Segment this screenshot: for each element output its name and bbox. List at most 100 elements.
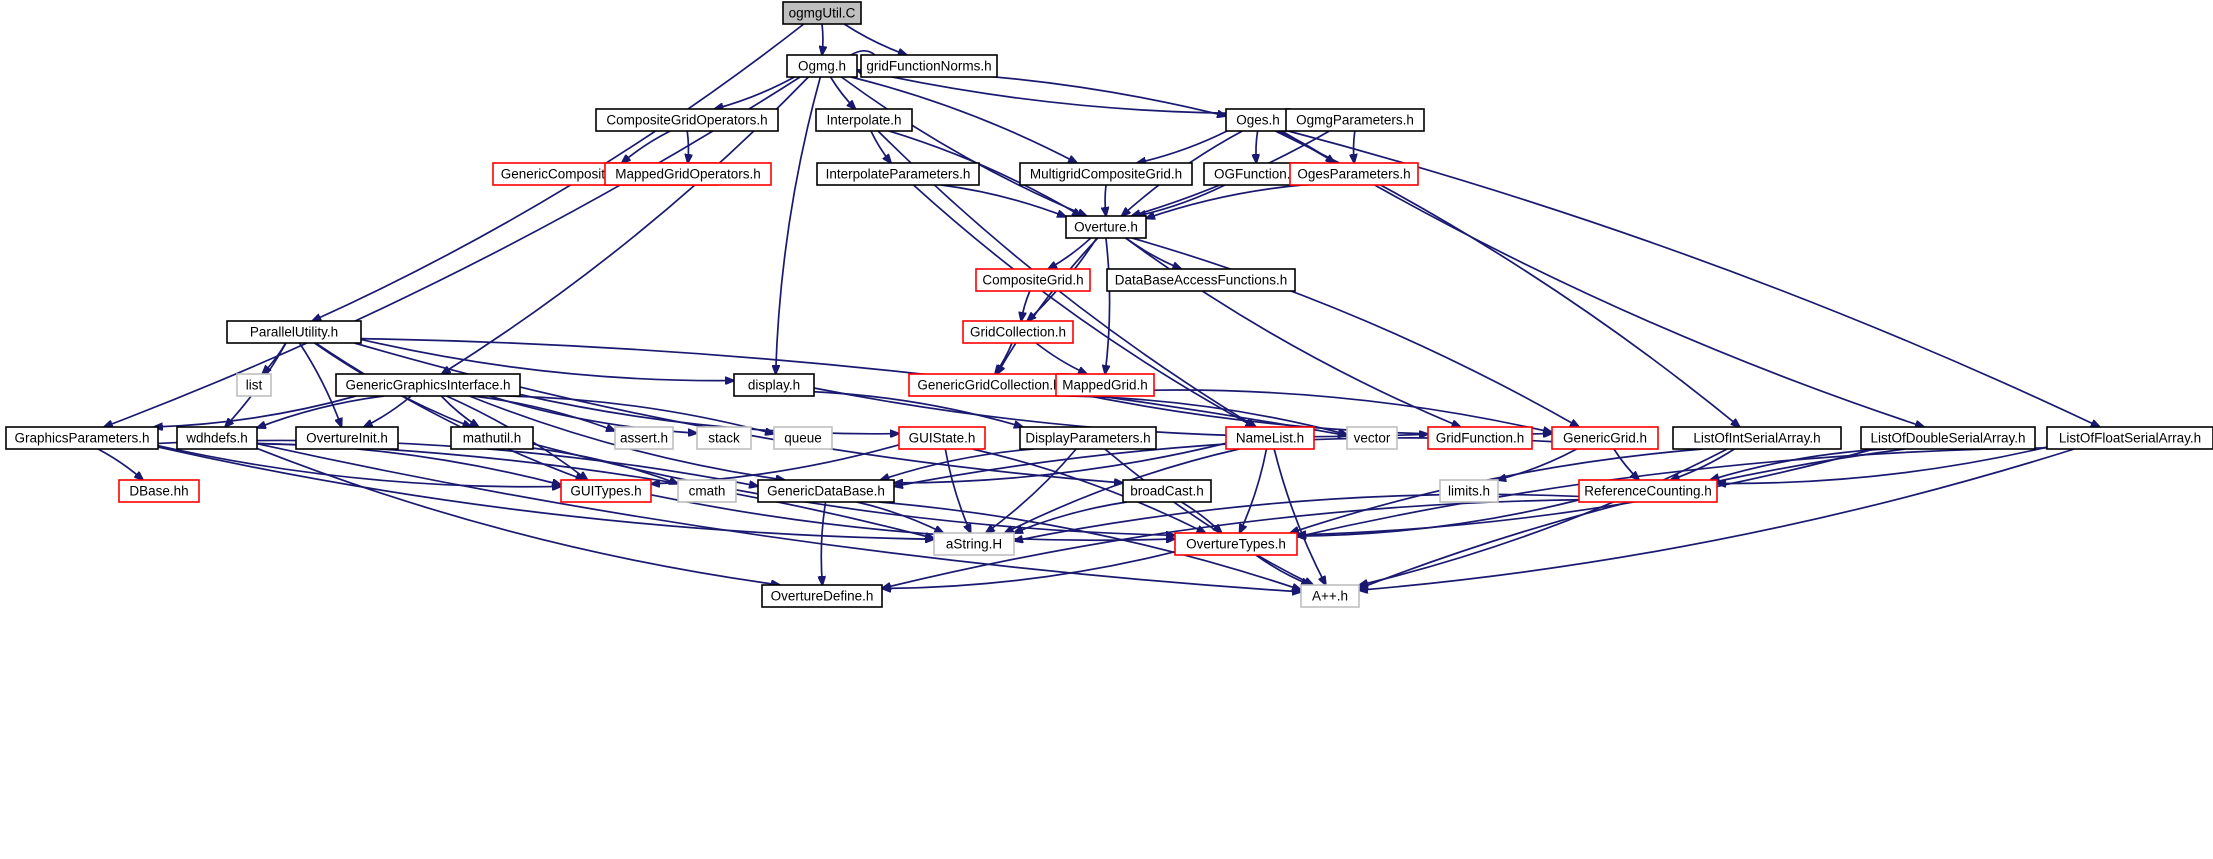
edge-ogmg-to-overture: [840, 76, 1086, 216]
edge-list-of-int-serial-array-to-reference-counting: [1671, 448, 1735, 480]
edge-mapped-grid-to-generic-grid: [1153, 389, 1552, 432]
node-box: [1019, 162, 1193, 186]
edge-parallel-utility-to-overture-init: [298, 342, 342, 427]
node-box: [933, 532, 1015, 556]
node-guistate[interactable]: GUIState.h: [898, 426, 986, 450]
edge-overture-to-mapped-grid: [1105, 237, 1111, 374]
node-box: [1055, 373, 1155, 397]
node-app: A++.h: [1300, 584, 1360, 608]
node-display[interactable]: display.h: [733, 373, 815, 397]
node-interpolate-parameters[interactable]: InterpolateParameters.h: [816, 162, 980, 186]
node-box: [1551, 426, 1659, 450]
node-label: MappedGrid.h: [1062, 378, 1148, 393]
node-name-list[interactable]: NameList.h: [1225, 426, 1315, 450]
node-generic-graphics-interface[interactable]: GenericGraphicsInterface.h: [335, 373, 521, 397]
node-box: [236, 373, 272, 397]
node-label: NameList.h: [1236, 431, 1304, 446]
node-ogmg[interactable]: Ogmg.h: [786, 54, 858, 78]
node-generic-data-base[interactable]: GenericDataBase.h: [757, 479, 895, 503]
node-grid-function[interactable]: GridFunction.h: [1427, 426, 1533, 450]
node-label: broadCast.h: [1130, 484, 1204, 499]
node-label: queue: [784, 431, 822, 446]
edge-list-of-float-serial-array-to-reference-counting: [1717, 446, 2048, 483]
edge-oges-to-ogfunction: [1256, 130, 1258, 163]
node-generic-grid-collection[interactable]: GenericGridCollection.h: [908, 373, 1070, 397]
node-dbase[interactable]: DBase.hh: [118, 479, 200, 503]
edge-ogmg-util-to-ogmg: [822, 23, 823, 55]
node-box: [733, 373, 815, 397]
node-box: [1439, 479, 1499, 503]
node-box: [773, 426, 833, 450]
edge-generic-data-base-to-a-string: [856, 501, 944, 533]
edge-guistate-to-a-string: [944, 448, 970, 533]
edge-name-list-to-generic-data-base: [894, 442, 1227, 483]
node-grid-collection[interactable]: GridCollection.h: [962, 320, 1074, 344]
node-list-of-int-serial-array[interactable]: ListOfIntSerialArray.h: [1672, 426, 1842, 450]
node-parallel-utility[interactable]: ParallelUtility.h: [226, 320, 362, 344]
edge-parallel-utility-to-broad-cast: [354, 342, 1123, 483]
edge-oges-to-multigrid-composite-grid: [1137, 130, 1228, 163]
edge-list-of-float-serial-array-to-app: [1359, 448, 2075, 590]
edge-list-of-double-serial-array-to-app: [1359, 448, 1906, 589]
node-box: [761, 584, 883, 608]
node-label: CompositeGridOperators.h: [606, 113, 767, 128]
node-display-parameters[interactable]: DisplayParameters.h: [1019, 426, 1157, 450]
node-interpolate[interactable]: Interpolate.h: [815, 108, 913, 132]
node-multigrid-composite-grid[interactable]: MultigridCompositeGrid.h: [1019, 162, 1193, 186]
node-data-base-access-functions[interactable]: DataBaseAccessFunctions.h: [1106, 268, 1296, 292]
node-label: OgesParameters.h: [1297, 167, 1410, 182]
edge-guitypes-to-overture-types: [650, 493, 1175, 540]
node-overture[interactable]: Overture.h: [1065, 215, 1147, 239]
edge-display-parameters-to-app: [1104, 448, 1313, 585]
edge-ogmg-parameters-to-oges-parameters: [1354, 130, 1355, 163]
node-grid-function-norms[interactable]: gridFunctionNorms.h: [860, 54, 998, 78]
edge-ogmg-to-multigrid-composite-grid: [850, 76, 1077, 163]
edge-generic-graphics-interface-to-overture-init: [364, 395, 412, 427]
node-ogmg-parameters[interactable]: OgmgParameters.h: [1285, 108, 1425, 132]
node-list-of-double-serial-array[interactable]: ListOfDoubleSerialArray.h: [1860, 426, 2036, 450]
node-overture-init[interactable]: OvertureInit.h: [295, 426, 399, 450]
edge-name-list-to-overture-types: [1240, 448, 1268, 533]
node-label: GenericDataBase.h: [767, 484, 885, 499]
node-ogfunction[interactable]: OGFunction.h: [1203, 162, 1309, 186]
node-box: [1122, 479, 1212, 503]
node-a-string: aString.H: [933, 532, 1015, 556]
node-mapped-grid[interactable]: MappedGrid.h: [1055, 373, 1155, 397]
edge-composite-grid-operators-to-generic-composite-grid-operators: [622, 130, 671, 163]
node-label: ogmgUtil.C: [789, 6, 856, 21]
node-label: aString.H: [946, 537, 1002, 552]
node-overture-types[interactable]: OvertureTypes.h: [1174, 532, 1298, 556]
node-oges-parameters[interactable]: OgesParameters.h: [1289, 162, 1419, 186]
node-box: [815, 108, 913, 132]
edge-generic-graphics-interface-to-wdhdefs: [257, 395, 385, 428]
node-box: [860, 54, 998, 78]
node-box: [1300, 584, 1360, 608]
edge-generic-graphics-interface-to-queue: [505, 395, 774, 434]
node-composite-grid-operators[interactable]: CompositeGridOperators.h: [595, 108, 779, 132]
node-label: GUIState.h: [909, 431, 976, 446]
node-broad-cast[interactable]: broadCast.h: [1122, 479, 1212, 503]
node-guitypes[interactable]: GUITypes.h: [560, 479, 652, 503]
node-overture-define[interactable]: OvertureDefine.h: [761, 584, 883, 608]
node-oges[interactable]: Oges.h: [1225, 108, 1291, 132]
node-box: [118, 479, 200, 503]
node-label: ListOfIntSerialArray.h: [1693, 431, 1820, 446]
edge-ogmg-to-interpolate: [829, 76, 856, 109]
node-label: DBase.hh: [129, 484, 188, 499]
node-wdhdefs[interactable]: wdhdefs.h: [176, 426, 258, 450]
node-mathutil[interactable]: mathutil.h: [450, 426, 534, 450]
node-list-of-float-serial-array[interactable]: ListOfFloatSerialArray.h: [2046, 426, 2213, 450]
node-mapped-grid-operators[interactable]: MappedGridOperators.h: [604, 162, 772, 186]
edge-overture-to-generic-grid: [1131, 237, 1579, 427]
node-graphics-parameters[interactable]: GraphicsParameters.h: [5, 426, 159, 450]
node-reference-counting[interactable]: ReferenceCounting.h: [1578, 479, 1718, 503]
edge-guistate-to-overture-types: [972, 448, 1206, 533]
node-generic-grid[interactable]: GenericGrid.h: [1551, 426, 1659, 450]
node-box: [2046, 426, 2213, 450]
edge-graphics-parameters-to-dbase: [97, 448, 143, 480]
node-box: [5, 426, 159, 450]
edge-generic-graphics-interface-to-graphics-parameters: [154, 395, 357, 427]
node-label: GridFunction.h: [1436, 431, 1525, 446]
node-box: [1578, 479, 1718, 503]
node-composite-grid[interactable]: CompositeGrid.h: [975, 268, 1091, 292]
